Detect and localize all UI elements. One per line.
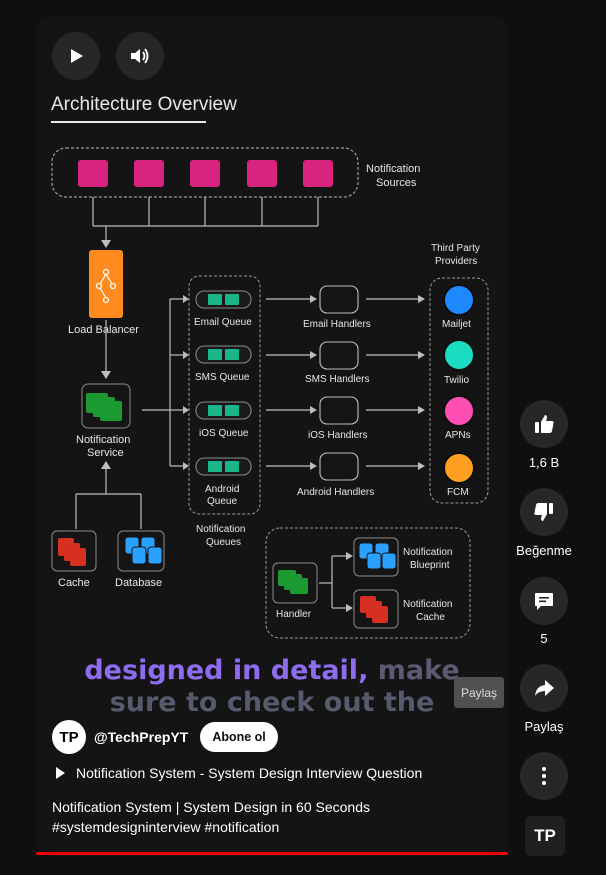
svg-text:Providers: Providers [435,256,477,267]
volume-icon [131,48,149,64]
play-icon [71,49,83,63]
svg-text:Cache: Cache [416,612,445,623]
queue-label-email: Email Queue [194,317,252,328]
provider-circle-apns [443,395,475,427]
load-balancer-label: Load Balancer [68,324,139,336]
like-button[interactable] [520,400,568,448]
comment-count: 5 [540,631,548,646]
provider-label-mailjet: Mailjet [442,319,471,330]
progress-bar[interactable] [36,852,508,855]
sources-label: Notification [366,163,420,175]
thumbs-down-icon [534,503,553,521]
channel-name[interactable]: @TechPrepYT [94,729,189,745]
share-tooltip: Paylaş [454,677,504,708]
queue-icons [195,290,252,476]
svg-text:Queue: Queue [207,496,237,507]
share-label: Paylaş [524,719,564,734]
provider-label-apns: APNs [445,430,471,441]
comments-button[interactable] [520,577,568,625]
subscribe-button[interactable]: Abone ol [200,722,278,752]
channel-row: TP @TechPrepYT Abone ol [52,720,278,754]
handler-label-ios: iOS Handlers [308,430,367,441]
source-boxes [78,160,333,187]
provider-label-fcm: FCM [447,487,469,498]
dislike-label: Beğenme [516,543,572,558]
handler-label-sms: SMS Handlers [305,374,369,385]
handler-boxes [319,285,359,481]
svg-text:Queues: Queues [206,537,241,548]
play-small-icon [56,767,65,779]
channel-avatar[interactable]: TP [52,720,86,754]
handler-label-email: Email Handlers [303,319,371,330]
ncache-label: Notification [403,599,452,610]
related-video-link[interactable]: Notification System - System Design Inte… [56,765,422,781]
svg-text:Blueprint: Blueprint [410,560,450,571]
share-icon [535,680,554,696]
more-vert-icon [542,767,546,785]
provider-circle-mailjet [443,284,475,316]
video-caption-line-2: sure to check out the [109,687,435,718]
dislike-button[interactable] [520,488,568,536]
video-player[interactable]: Architecture Overview Notification Sourc… [36,16,508,856]
svg-text:Sources: Sources [376,177,417,189]
queue-label-sms: SMS Queue [195,372,250,383]
providers-group [429,277,489,504]
play-button[interactable] [52,32,100,80]
related-video-title: Notification System - System Design Inte… [76,765,423,781]
queue-label-android: Android [205,484,239,495]
third-party-label: Third Party [431,243,480,254]
handler-box-label: Handler [276,609,312,620]
video-description[interactable]: Notification System | System Design in 6… [52,799,371,835]
provider-circle-twilio [443,339,475,371]
handler-label-android: Android Handlers [297,487,374,498]
database-label: Database [115,577,162,589]
queues-group [188,275,261,515]
svg-text:Service: Service [87,447,124,459]
provider-circle-fcm [443,452,475,484]
architecture-diagram: Architecture Overview Notification Sourc… [51,94,489,639]
comment-icon [535,593,553,610]
queue-label-ios: iOS Queue [199,428,249,439]
diagram-title: Architecture Overview [51,94,237,115]
like-count: 1,6 B [528,455,560,470]
cache-label: Cache [58,577,90,589]
blueprint-label: Notification [403,547,452,558]
tree-icon [95,268,117,304]
handler-detail-group [265,527,471,639]
share-button[interactable] [520,664,568,712]
notification-service-label: Notification [76,434,130,446]
video-caption-line-1: designed in detail, make [84,655,460,686]
volume-button[interactable] [116,32,164,80]
queues-label: Notification [196,524,245,535]
more-options-button[interactable] [520,752,568,800]
load-balancer-box [89,250,123,318]
provider-label-twilio: Twilio [444,375,469,386]
channel-logo[interactable]: TP [525,816,565,856]
thumbs-up-icon [535,415,554,433]
